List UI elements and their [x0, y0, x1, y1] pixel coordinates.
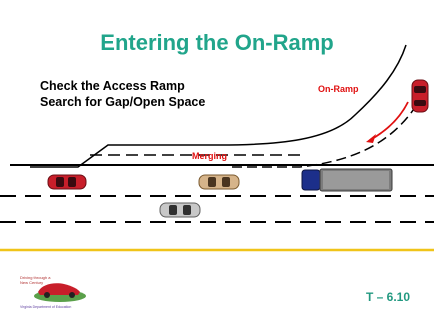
- logo-dept: Virginia Department of Education: [20, 305, 72, 309]
- car-red-left: [47, 174, 87, 190]
- car-tan: [198, 174, 240, 190]
- logo-line-1: Driving through a: [20, 275, 51, 280]
- truck: [301, 168, 393, 192]
- instructions: Check the Access Ramp Search for Gap/Ope…: [40, 78, 205, 110]
- logo-line-2: New Century: [20, 280, 44, 285]
- on-ramp-label: On-Ramp: [318, 84, 359, 94]
- merging-label: Merging: [192, 151, 227, 161]
- logo: Driving through a New Century Virginia D…: [20, 270, 90, 310]
- logo-car-icon: [34, 283, 86, 302]
- instruction-line-2: Search for Gap/Open Space: [40, 95, 206, 109]
- on-ramp-arrowhead: [366, 134, 376, 143]
- car-silver: [159, 202, 201, 218]
- slide-number: T – 6.10: [366, 290, 411, 304]
- ramp-outer-edge: [30, 44, 407, 168]
- car-on-ramp: [411, 79, 429, 113]
- ramp-inner-edge: [232, 99, 421, 168]
- instruction-line-1: Check the Access Ramp: [40, 79, 185, 93]
- slide-title: Entering the On-Ramp: [100, 30, 334, 55]
- logo-text: Driving through a New Century: [20, 275, 50, 285]
